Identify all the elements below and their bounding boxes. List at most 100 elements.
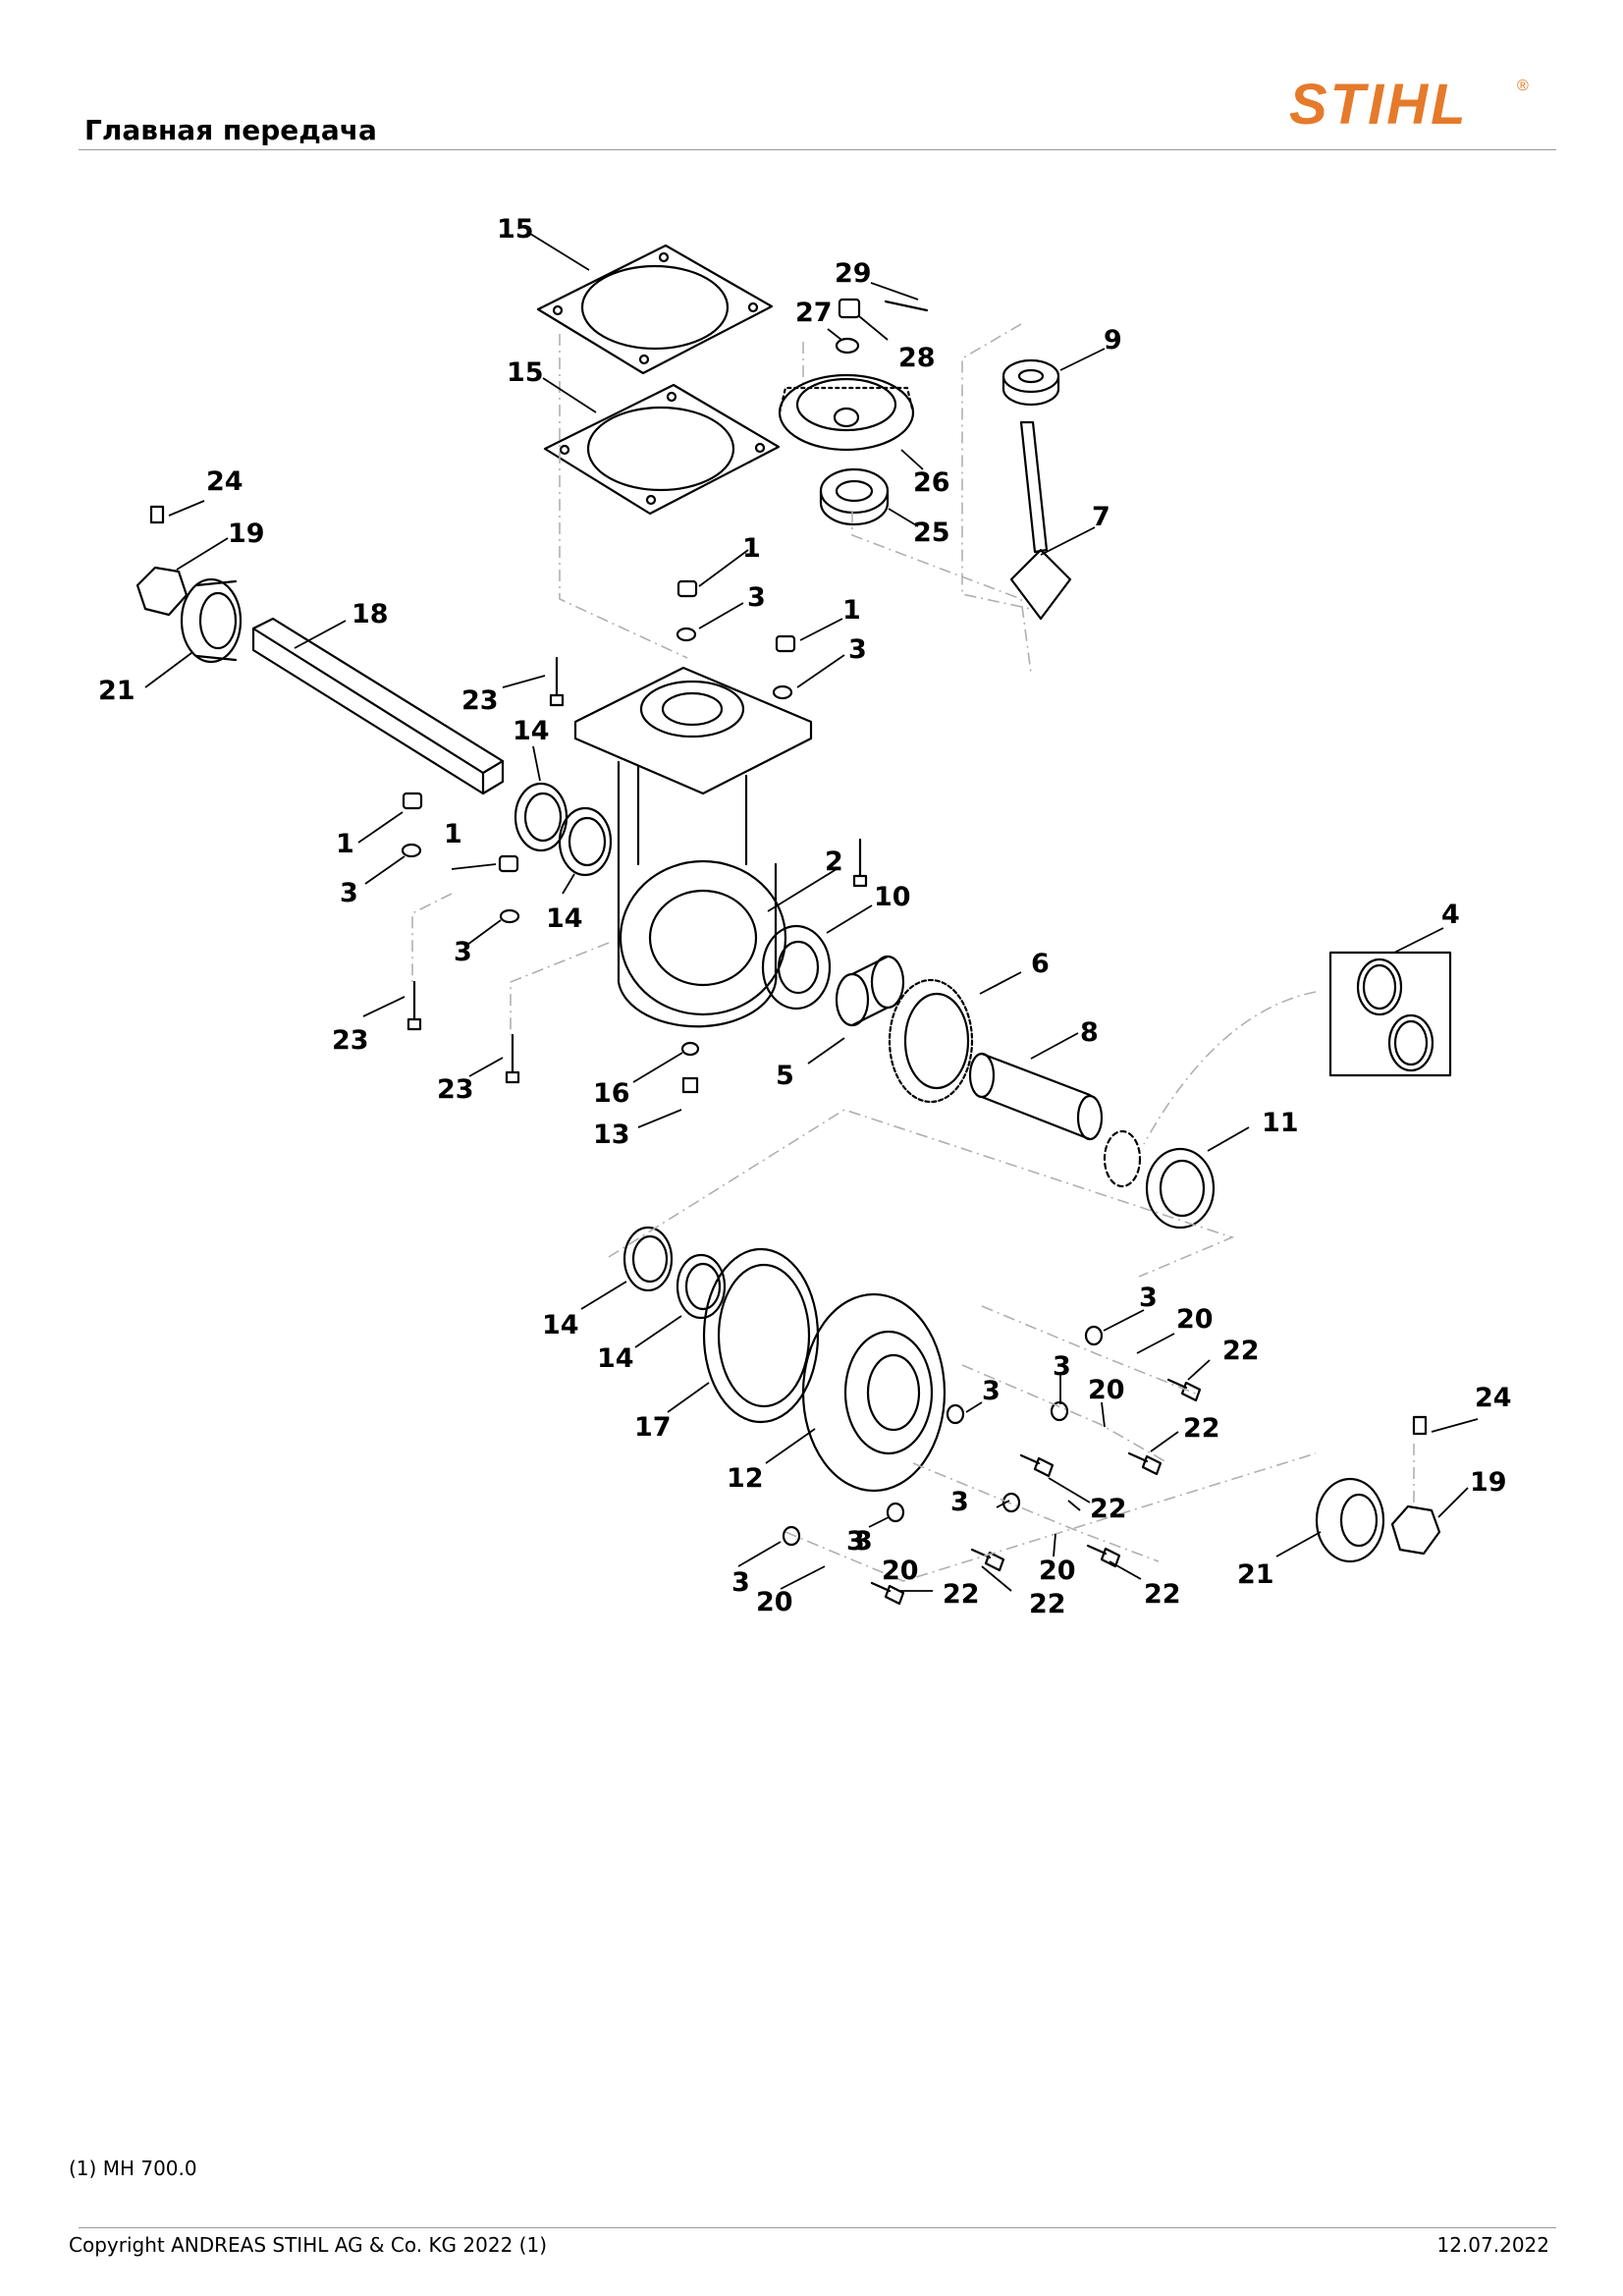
print-date: 12.07.2022 [1436,2233,1549,2257]
bolts-23 [406,656,868,1084]
callout-20e: 20 [756,1587,793,1617]
callout-2: 2 [825,847,843,877]
callout-3a: 3 [747,582,766,613]
callout-23a: 23 [461,685,499,716]
callout-14c: 14 [542,1310,579,1340]
callout-15a: 15 [497,214,534,245]
washer-16 [680,1041,700,1057]
gasket-17 [702,1247,820,1424]
gasket-15-lower [543,383,781,516]
callout-1d: 1 [444,819,462,849]
callout-3e: 3 [1139,1283,1158,1313]
callout-7: 7 [1092,502,1110,532]
callout-22a: 22 [1222,1336,1260,1366]
callout-20d: 20 [882,1556,919,1586]
callout-22b: 22 [1183,1413,1220,1444]
callout-labels: 15 15 29 27 28 9 26 25 24 19 18 21 7 1 3… [98,214,1512,1619]
callout-17: 17 [634,1412,672,1443]
footer-divider [79,2227,1556,2228]
crown-gear-6 [888,978,974,1104]
callout-18: 18 [352,599,389,629]
seal-ring-14-b [558,806,613,877]
callout-3c: 3 [340,878,358,908]
bearing-11 [1145,1147,1216,1230]
callout-3b: 3 [848,634,867,665]
callout-22f: 22 [1144,1579,1181,1610]
castle-nut-28 [838,298,861,319]
callout-23c: 23 [437,1074,474,1105]
header-divider [79,149,1556,150]
callout-14b: 14 [546,903,583,934]
callout-22e: 22 [1029,1589,1066,1619]
callout-24-left: 24 [206,466,243,497]
callout-3k: 3 [950,1487,969,1517]
callout-8: 8 [1080,1017,1099,1048]
callout-27: 27 [795,298,833,328]
leader-lines [144,233,1479,1592]
callout-11: 11 [1262,1108,1299,1138]
hub-21-left [180,577,243,664]
callout-3d: 3 [454,937,472,967]
model-note: (1) MH 700.0 [69,2157,197,2180]
page-title: Главная передача [84,114,377,146]
washers-3 [401,627,1104,1547]
callout-4: 4 [1441,900,1460,930]
callout-23b: 23 [332,1025,369,1056]
seal-ring-14-c [622,1226,674,1292]
output-shaft-8 [968,1052,1104,1141]
callout-24-right: 24 [1475,1383,1512,1413]
pinion-shaft-7 [1009,420,1072,621]
bearing-cover-12 [801,1292,947,1493]
callout-16: 16 [593,1078,630,1109]
callout-3f: 3 [1053,1351,1071,1382]
callout-19-left: 19 [228,519,265,549]
logo-registered-mark: ® [1517,78,1529,94]
bolt-24-right [1412,1415,1428,1436]
callout-26: 26 [913,467,950,498]
bearing-25 [819,467,890,526]
callout-1a: 1 [742,533,761,564]
assembly-lines [411,323,1415,1582]
gasket-15-upper [536,244,774,375]
logo-wordmark: STIHL [1289,73,1469,137]
callout-3j: 3 [731,1567,750,1598]
callout-25: 25 [913,518,950,548]
square-shaft-18 [251,617,505,795]
callout-21-right: 21 [1237,1559,1274,1590]
callout-6: 6 [1031,949,1050,979]
ring-set-box-4 [1328,951,1452,1077]
cotter-pin-29 [884,300,929,312]
stihl-logo: STIHL ® [1289,73,1529,137]
callout-29: 29 [835,258,872,289]
callout-12: 12 [727,1463,764,1494]
hub-21-right [1315,1477,1385,1563]
bearing-10 [761,924,832,1011]
callout-22c: 22 [1090,1494,1127,1524]
callout-28: 28 [898,343,936,373]
bearing-9 [1001,358,1060,407]
spacer-sleeve-5 [835,955,905,1027]
bevel-gear-26 [778,373,915,452]
hex-nut-19-right [1390,1504,1441,1556]
callout-14d: 14 [597,1343,634,1374]
callout-20b: 20 [1088,1375,1125,1405]
callout-20f: 20 [1039,1556,1076,1586]
callout-22d: 22 [943,1579,980,1610]
callout-20a: 20 [1176,1304,1214,1335]
nuts-1 [402,579,796,873]
copyright-text: Copyright ANDREAS STIHL AG & Co. KG 2022… [69,2233,548,2257]
callout-19-right: 19 [1470,1467,1507,1498]
callout-14a: 14 [513,716,550,746]
callout-3i: 3 [846,1526,865,1557]
callout-13: 13 [593,1120,630,1150]
bolts-22 [870,1378,1202,1606]
seal-ring-14-d [676,1253,727,1320]
gearbox-housing-2 [573,666,813,1028]
hex-nut-19-left [135,566,189,617]
callout-3g: 3 [982,1376,1001,1406]
callout-9: 9 [1104,325,1122,355]
callout-1c: 1 [336,829,354,859]
callout-10: 10 [874,882,911,912]
plug-13 [681,1076,699,1094]
exploded-parts-diagram: 15 15 29 27 28 9 26 25 24 19 18 21 7 1 3… [98,214,1512,1619]
